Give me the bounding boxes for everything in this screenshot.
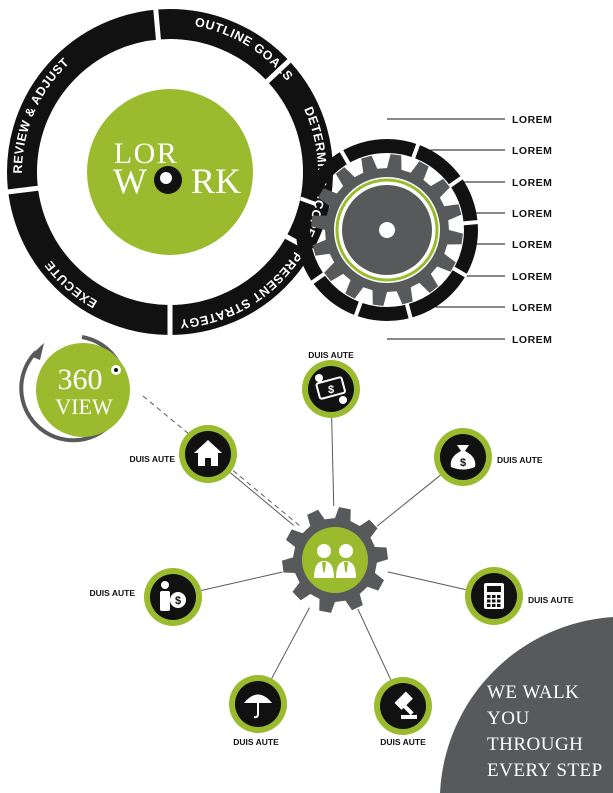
gear-label-list: LOREM LOREM LOREM LOREM LOREM LOREM LOREM LOREM xyxy=(512,114,552,346)
gear-label: LOREM xyxy=(512,271,552,283)
network-spoke xyxy=(376,474,441,527)
node-label: DUIS AUTE xyxy=(308,350,354,360)
network-node: $ DUIS AUTE xyxy=(90,568,202,626)
gear-ring-separator xyxy=(411,142,421,160)
network-spoke xyxy=(201,571,283,592)
network-node: $ DUIS AUTE xyxy=(302,350,360,418)
gear-ring-separator xyxy=(448,175,464,189)
badge-degree-dot xyxy=(114,368,118,372)
network-node: DUIS AUTE xyxy=(374,677,432,747)
gear-ring-separator xyxy=(299,196,317,206)
gear-diagram: LOREM LOREM LOREM LOREM LOREM LOREM LOREM LOREM xyxy=(296,114,552,346)
network-node: DUIS AUTE xyxy=(229,675,287,747)
node-label: DUIS AUTE xyxy=(90,588,136,598)
network-spoke xyxy=(387,571,466,591)
cycle-ring-separator xyxy=(153,7,162,42)
badge-label: VIEW xyxy=(55,394,113,419)
network-spoke xyxy=(271,607,310,679)
process-cycle-wheel: OUTLINE GOALS DETERMINE SCOPE PRESENT ST… xyxy=(5,7,333,337)
badge-orbit-arrow-icon xyxy=(30,343,44,360)
brand-line-2-right: RK xyxy=(191,161,241,201)
gear-label: LOREM xyxy=(512,114,552,126)
node-label: DUIS AUTE xyxy=(233,737,279,747)
network-node: DUIS AUTE xyxy=(130,425,237,483)
view-360-badge: 360 VIEW xyxy=(19,335,301,527)
corner-line-4: EVERY STEP xyxy=(487,760,603,781)
gear-ring-separator xyxy=(451,266,468,278)
cycle-ring-separator xyxy=(264,57,293,85)
gear-center-hole xyxy=(379,222,395,238)
gear-label: LOREM xyxy=(512,334,552,346)
badge-circle xyxy=(36,343,130,437)
svg-text:$: $ xyxy=(460,457,466,469)
network-node: $ DUIS AUTE xyxy=(434,428,543,486)
umbrella-icon xyxy=(244,694,272,719)
gear-label: LOREM xyxy=(512,177,552,189)
gear-ring-separator xyxy=(353,300,363,318)
gear-ring-separator xyxy=(339,149,351,166)
gear-label: LOREM xyxy=(512,208,552,220)
badge-number: 360 xyxy=(58,363,103,396)
gear-label: LOREM xyxy=(512,239,552,251)
svg-text:$: $ xyxy=(328,384,334,396)
corner-line-3: THROUGH xyxy=(487,734,584,755)
node-label: DUIS AUTE xyxy=(130,454,176,464)
gear-green-ring xyxy=(335,178,439,282)
corner-line-2: YOU xyxy=(487,708,530,729)
node-label: DUIS AUTE xyxy=(528,595,574,605)
money-exchange-icon: $ xyxy=(315,374,347,404)
brand-line-1: LOR xyxy=(114,137,179,170)
network-nodes: $ DUIS AUTE $ DUIS AUTE DUIS AUTE DUIS AUTE DU… xyxy=(90,350,574,747)
network-node: DUIS AUTE xyxy=(465,567,574,625)
brand-o-dot xyxy=(160,172,172,184)
gear-label: LOREM xyxy=(512,145,552,157)
corner-quarter-shape xyxy=(440,617,613,793)
gear-ring-separator xyxy=(310,271,326,285)
team-people-icon xyxy=(314,544,356,578)
money-bag-icon: $ xyxy=(450,445,476,470)
auction-gavel-icon xyxy=(394,691,417,719)
svg-text:$: $ xyxy=(175,595,181,607)
node-label: DUIS AUTE xyxy=(497,455,543,465)
network-spoke xyxy=(331,417,335,507)
gear-ring-separator xyxy=(404,302,413,320)
network-spokes xyxy=(201,417,466,680)
corner-line-1: WE WALK xyxy=(487,682,580,703)
service-network: $ DUIS AUTE $ DUIS AUTE DUIS AUTE DUIS AUTE DU… xyxy=(90,350,574,747)
hub-center-disc xyxy=(302,527,368,593)
calculator-icon xyxy=(484,583,504,609)
gear-outer-ring xyxy=(296,139,478,321)
cycle-ring-separator xyxy=(5,185,41,195)
node-label: DUIS AUTE xyxy=(380,737,426,747)
brand-line-2-left: W xyxy=(113,161,147,201)
gear-label-leaders xyxy=(387,118,505,340)
person-dollar-icon: $ xyxy=(160,581,186,611)
gear-ring-separators xyxy=(299,142,479,320)
network-spoke xyxy=(357,608,392,680)
corner-tagline: WE WALK YOU THROUGH EVERY STEP xyxy=(487,680,607,784)
gear-ring-separator xyxy=(462,219,479,226)
gear-label: LOREM xyxy=(512,302,552,314)
house-icon xyxy=(194,440,222,466)
network-spoke xyxy=(229,472,294,526)
